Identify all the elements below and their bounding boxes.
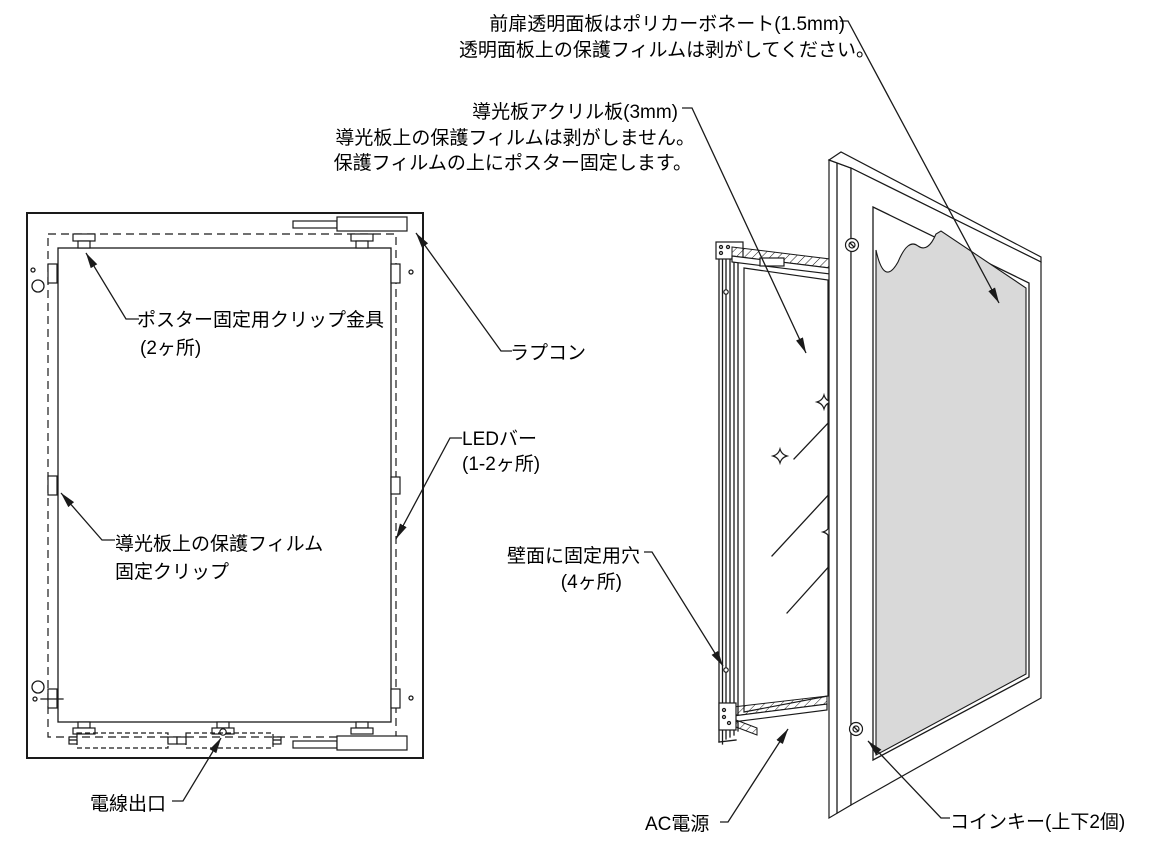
leader-light-guide bbox=[682, 107, 807, 354]
wall-mount-hole bbox=[723, 289, 729, 295]
clip-bottom-left bbox=[72, 721, 96, 735]
hole bbox=[30, 267, 36, 273]
rapcon-unit-bottom bbox=[292, 735, 408, 751]
label-wire-exit: 電線出口 bbox=[90, 793, 166, 815]
sparkle-icon bbox=[814, 392, 834, 412]
clip-bottom-right bbox=[350, 721, 374, 735]
leader-ac-power bbox=[720, 728, 789, 823]
outer-frame bbox=[26, 212, 424, 759]
label-wall-hole-line2: (4ヶ所) bbox=[561, 571, 622, 593]
hole bbox=[31, 680, 45, 694]
leader-film-clip bbox=[60, 492, 115, 541]
perspective-view bbox=[715, 151, 1042, 820]
door-top-face bbox=[827, 151, 1042, 263]
light-guide-plate bbox=[743, 267, 829, 713]
leader-wire-exit bbox=[172, 737, 222, 802]
back-frame bbox=[715, 241, 840, 745]
label-poster-clip-line1: ポスター固定用クリップ金具 bbox=[137, 309, 384, 331]
leader-poster-clip bbox=[85, 252, 139, 320]
coin-key-top bbox=[844, 237, 860, 253]
reflection-line bbox=[771, 490, 833, 557]
film-clip-right-mid bbox=[390, 476, 401, 495]
leader-rapcon bbox=[415, 232, 512, 352]
label-led-bar-line1: LEDバー bbox=[462, 429, 537, 450]
rapcon-unit-top bbox=[292, 216, 408, 232]
wall-mount-hole bbox=[723, 667, 729, 673]
poster-clip-top-left bbox=[72, 233, 96, 249]
leader-wall-hole bbox=[644, 551, 724, 667]
front-view bbox=[26, 212, 424, 759]
leader-led-bar bbox=[395, 437, 462, 540]
power-supply-units bbox=[68, 732, 282, 749]
film-clip-left-mid bbox=[47, 475, 58, 496]
label-front-panel-line1: 前扉透明面板はポリカーボネート(1.5mm) bbox=[489, 13, 845, 35]
poster-clip-top-right bbox=[350, 233, 374, 249]
rail-clip bbox=[759, 257, 785, 267]
label-front-panel-line2: 透明面板上の保護フィルムは剥がしてください。 bbox=[459, 39, 875, 61]
film-clip-left-top bbox=[47, 263, 58, 284]
reflection-line bbox=[793, 420, 831, 460]
leader-coin-key bbox=[867, 740, 950, 819]
hole bbox=[408, 269, 414, 275]
hole bbox=[32, 696, 38, 702]
hole bbox=[31, 279, 45, 293]
door-side-face bbox=[828, 159, 852, 820]
label-light-guide-line1: 導光板アクリル板(3mm) bbox=[472, 101, 678, 123]
label-light-guide-line3: 保護フィルムの上にポスター固定します。 bbox=[334, 152, 692, 174]
protective-film bbox=[875, 230, 1027, 756]
bottom-bracket bbox=[718, 702, 737, 731]
film-clip-right-top bbox=[390, 263, 401, 284]
leader-front-panel bbox=[840, 20, 1000, 304]
bottom-foot bbox=[735, 719, 758, 736]
labels: 前扉透明面板はポリカーボネート(1.5mm) 透明面板上の保護フィルムは剥がして… bbox=[90, 13, 1125, 835]
film-clip-right-bottom bbox=[390, 688, 401, 709]
label-film-clip-line1: 導光板上の保護フィルム bbox=[115, 533, 323, 555]
label-led-bar-line2: (1-2ヶ所) bbox=[462, 453, 540, 475]
label-ac-power: AC電源 bbox=[645, 813, 709, 835]
label-light-guide-line2: 導光板上の保護フィルムは剥がしません。 bbox=[335, 127, 695, 149]
label-film-clip-line2: 固定クリップ bbox=[115, 561, 229, 583]
label-coin-key: コインキー(上下2個) bbox=[950, 811, 1125, 833]
front-door bbox=[827, 151, 1042, 820]
label-poster-clip-line2: (2ヶ所) bbox=[140, 337, 201, 359]
sparkle-icon bbox=[770, 446, 790, 466]
label-rapcon: ラプコン bbox=[510, 342, 586, 364]
wire-exit-hole bbox=[219, 728, 227, 736]
hole bbox=[408, 695, 414, 701]
reflection-line bbox=[786, 562, 833, 614]
label-wall-hole-line1: 壁面に固定用穴 bbox=[507, 545, 640, 567]
leader-lines bbox=[60, 20, 1000, 823]
coin-key-bottom bbox=[848, 721, 864, 737]
